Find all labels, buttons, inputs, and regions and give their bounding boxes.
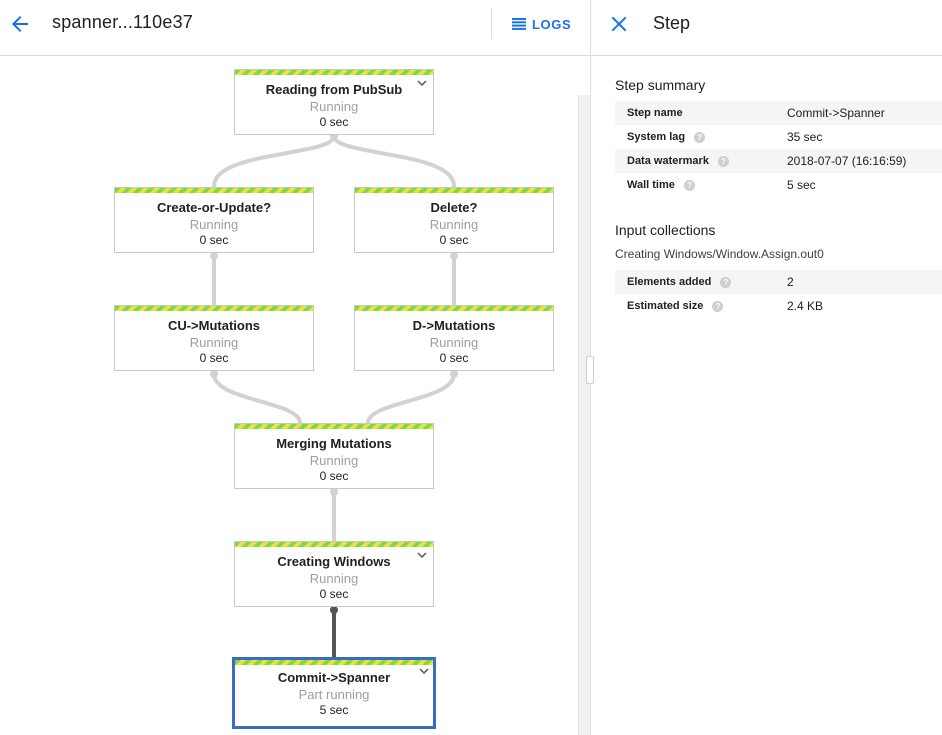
row-key: Data watermark? [627, 155, 729, 167]
step-time: 5 sec [319, 703, 349, 717]
help-icon[interactable]: ? [694, 131, 706, 143]
step-time: 0 sec [319, 587, 349, 601]
step-time: 0 sec [319, 115, 349, 129]
row-value: 35 sec [787, 130, 823, 144]
chevron-down-icon[interactable] [419, 668, 429, 674]
step-time: 0 sec [439, 233, 469, 247]
step-node-merging-mutations[interactable]: Merging Mutations Running 0 sec [234, 423, 434, 489]
progress-stripe [235, 70, 433, 75]
row-key: System lag? [627, 131, 706, 143]
step-node-cu-mutations[interactable]: CU->Mutations Running 0 sec [114, 305, 314, 371]
edge-cu-to-merge [212, 372, 302, 425]
progress-stripe [235, 542, 433, 547]
logs-button[interactable]: LOGS [512, 14, 571, 34]
chevron-down-icon[interactable] [417, 552, 427, 558]
table-row: Data watermark? 2018-07-07 (16:16:59) [615, 149, 942, 173]
step-node-commit-spanner[interactable]: Commit->Spanner Part running 5 sec [232, 657, 436, 729]
step-time: 0 sec [199, 233, 229, 247]
row-key: Elements added? [627, 276, 732, 288]
edge-d-to-merge [366, 372, 456, 425]
row-value: 2018-07-07 (16:16:59) [787, 154, 907, 168]
step-time: 0 sec [319, 469, 349, 483]
step-node-reading-from-pubsub[interactable]: Reading from PubSub Running 0 sec [234, 69, 434, 135]
graph-edges [210, 132, 458, 658]
step-name: Reading from PubSub [265, 82, 403, 97]
step-status: Part running [298, 687, 370, 702]
step-name: Commit->Spanner [277, 670, 391, 685]
input-collections-title: Input collections [615, 222, 716, 238]
step-name: Delete? [430, 200, 478, 215]
progress-stripe [115, 188, 313, 193]
step-time: 0 sec [439, 351, 469, 365]
table-row: Elements added? 2 [615, 270, 942, 294]
step-node-creating-windows[interactable]: Creating Windows Running 0 sec [234, 541, 434, 607]
input-collection-name: Creating Windows/Window.Assign.out0 [615, 247, 824, 261]
step-name: CU->Mutations [167, 318, 261, 333]
step-status: Running [189, 335, 239, 350]
step-status: Running [309, 453, 359, 468]
step-name: Creating Windows [277, 554, 391, 569]
close-icon[interactable] [611, 16, 627, 32]
step-name: D->Mutations [412, 318, 496, 333]
job-header: spanner...110e37 LOGS [0, 0, 590, 56]
help-icon[interactable]: ? [720, 276, 732, 288]
step-status: Running [189, 217, 239, 232]
row-value: Commit->Spanner [787, 106, 885, 120]
row-key: Estimated size? [627, 300, 724, 312]
row-value: 5 sec [787, 178, 816, 192]
input-collection-table: Elements added? 2 Estimated size? 2.4 KB [615, 270, 942, 318]
row-value: 2.4 KB [787, 299, 824, 313]
help-icon[interactable]: ? [683, 179, 695, 191]
progress-stripe [115, 306, 313, 311]
step-node-delete[interactable]: Delete? Running 0 sec [354, 187, 554, 253]
table-row: Estimated size? 2.4 KB [615, 294, 942, 318]
step-node-d-mutations[interactable]: D->Mutations Running 0 sec [354, 305, 554, 371]
graph-scrollbar[interactable] [578, 95, 590, 735]
step-node-create-or-update[interactable]: Create-or-Update? Running 0 sec [114, 187, 314, 253]
progress-stripe [355, 306, 553, 311]
step-name: Create-or-Update? [156, 200, 272, 215]
table-row: Step name Commit->Spanner [615, 101, 942, 125]
list-icon [512, 18, 526, 30]
progress-stripe [235, 424, 433, 429]
step-time: 0 sec [199, 351, 229, 365]
splitter-drag-handle[interactable] [586, 356, 594, 384]
header-divider [491, 8, 492, 39]
progress-stripe [235, 660, 433, 665]
row-value: 2 [787, 275, 794, 289]
step-status: Running [309, 571, 359, 586]
help-icon[interactable]: ? [717, 155, 729, 167]
progress-stripe [355, 188, 553, 193]
step-status: Running [309, 99, 359, 114]
row-key: Wall time? [627, 179, 695, 191]
panel-title: Step [653, 13, 691, 33]
row-key: Step name [627, 107, 683, 119]
job-title: spanner...110e37 [52, 12, 193, 32]
help-icon[interactable]: ? [712, 300, 724, 312]
logs-label: LOGS [532, 16, 572, 32]
step-name: Merging Mutations [276, 436, 392, 451]
chevron-down-icon[interactable] [417, 80, 427, 86]
step-summary-title: Step summary [615, 77, 706, 93]
step-summary-table: Step name Commit->Spanner System lag? 35… [615, 101, 942, 197]
step-panel-header: Step [591, 0, 942, 56]
edge-read-to-create [212, 134, 336, 188]
step-status: Running [429, 217, 479, 232]
back-arrow-icon[interactable] [8, 12, 32, 36]
step-status: Running [429, 335, 479, 350]
pipeline-graph[interactable]: Reading from PubSub Running 0 sec Create… [0, 56, 578, 735]
table-row: System lag? 35 sec [615, 125, 942, 149]
edge-read-to-delete [332, 134, 456, 188]
table-row: Wall time? 5 sec [615, 173, 942, 197]
